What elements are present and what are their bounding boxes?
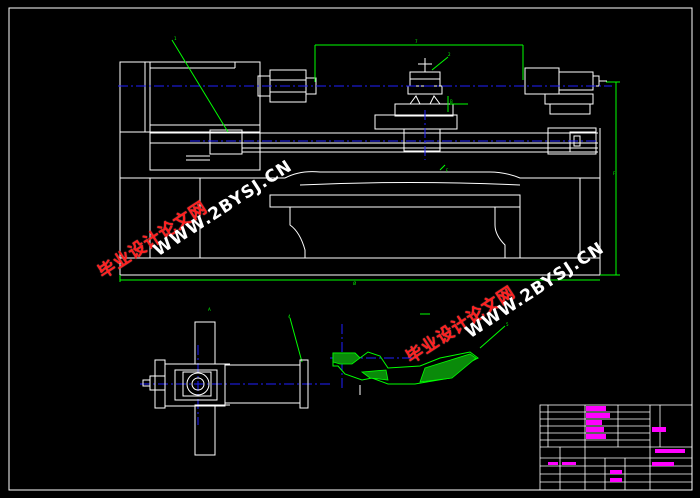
svg-text:5: 5	[506, 322, 509, 327]
lathe-elevation	[119, 58, 607, 276]
svg-text:A: A	[208, 307, 211, 312]
title-block-fills	[548, 406, 685, 482]
dimensions	[119, 39, 620, 363]
svg-text:2: 2	[448, 52, 451, 57]
svg-text:B: B	[450, 99, 453, 104]
centerlines	[118, 85, 612, 425]
svg-text:7: 7	[415, 39, 418, 44]
drawing-frame	[8, 7, 693, 491]
svg-text:F: F	[613, 171, 616, 176]
svg-text:1: 1	[174, 36, 177, 41]
svg-text:Ø: Ø	[353, 281, 356, 286]
section-profile	[332, 313, 479, 395]
svg-text:4: 4	[288, 314, 291, 319]
title-block	[539, 404, 693, 491]
dimension-labels: 7 F Ø 1 2 B F A 4 5	[174, 36, 616, 327]
cross-slide-view	[142, 321, 309, 456]
svg-text:F: F	[446, 168, 449, 173]
